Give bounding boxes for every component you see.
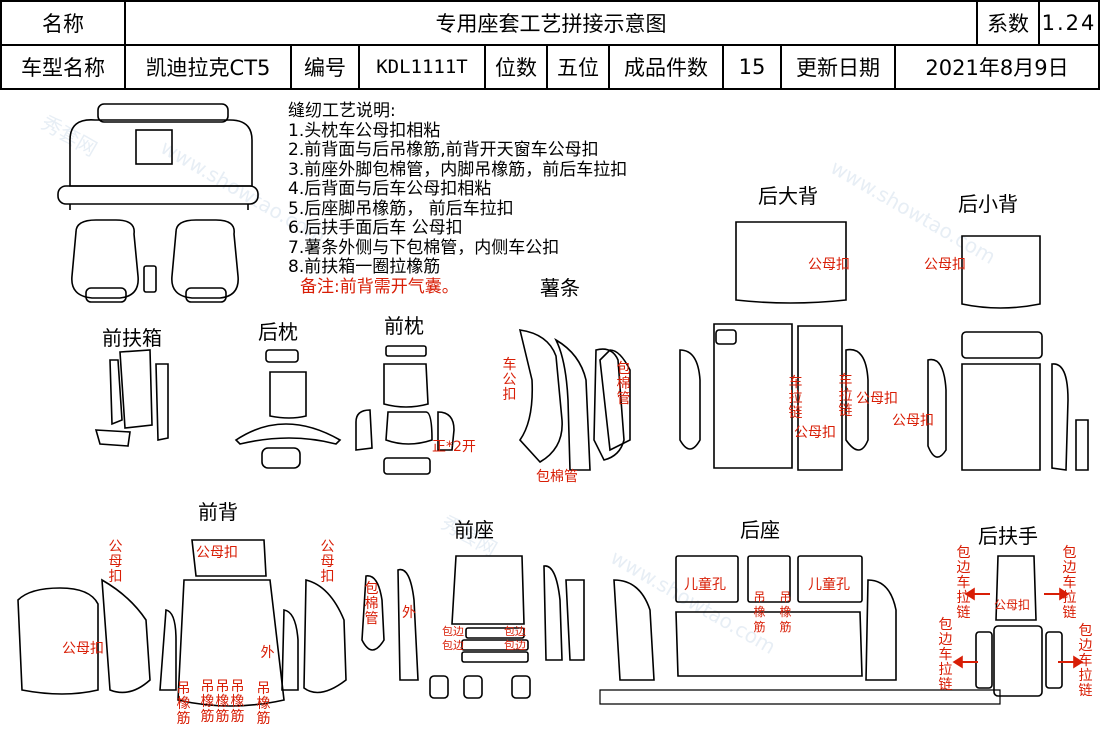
note-item: 1.头枕车公母扣相粘 xyxy=(288,120,441,141)
annot-cotton-pipe: 包棉管 xyxy=(536,469,578,485)
model-label: 车型名称 xyxy=(0,46,126,90)
annot-hang-elastic: 吊橡筋 xyxy=(230,679,245,725)
annot-hang-elastic: 吊橡筋 xyxy=(176,681,191,727)
doc-title: 专用座套工艺拼接示意图 xyxy=(126,0,978,46)
annot-edge: 包边 xyxy=(442,639,464,652)
seats-value: 五位 xyxy=(548,46,610,90)
front-armrest-box-pieces xyxy=(94,349,169,447)
annot-edge: 包边 xyxy=(504,625,526,638)
annot-snap: 公母扣 xyxy=(196,545,238,561)
annot-zipper: 车拉链 xyxy=(788,375,803,421)
section-rear-small-back: 后小背 xyxy=(958,192,1018,216)
notes-remark: 备注:前背需开气囊。 xyxy=(300,276,459,297)
annot-hang-elastic: 吊橡筋 xyxy=(753,590,766,634)
front-headrest-pieces xyxy=(355,345,455,475)
note-item: 7.薯条外侧与下包棉管，内侧车公扣 xyxy=(288,237,560,258)
annot-snap: 公母扣 xyxy=(320,539,335,585)
rear-headrest-pieces xyxy=(234,349,342,469)
rear-small-back-pieces xyxy=(927,235,1089,471)
sewing-notes: 缝纫工艺说明: 1.头枕车公母扣相粘 2.前背面与后吊橡筋,前背开天窗车公母扣 … xyxy=(288,101,628,297)
rear-seat-overview xyxy=(57,103,259,210)
section-rear-seat: 后座 xyxy=(740,518,780,542)
annot-snap: 公母扣 xyxy=(108,539,123,585)
pieces-value: 15 xyxy=(724,46,782,90)
annot-snap: 公母扣 xyxy=(62,641,104,657)
section-rear-armrest: 后扶手 xyxy=(978,524,1038,548)
annot-edge-zipper: 包边车拉链 xyxy=(938,617,953,693)
note-item: 5.后座脚吊橡筋， 前后车拉扣 xyxy=(288,198,514,219)
note-item: 6.后扶手面后车 公母扣 xyxy=(288,218,463,238)
section-front-seat: 前座 xyxy=(454,518,494,542)
name-label: 名称 xyxy=(0,0,126,46)
annot-hang-elastic: 吊橡筋 xyxy=(256,681,271,727)
annot-snap: 公母扣 xyxy=(924,257,966,273)
annot-outer: 外 xyxy=(260,645,275,661)
annot-edge-zipper: 包边车拉链 xyxy=(956,545,971,621)
section-rear-headrest: 后枕 xyxy=(258,320,298,344)
code-label: 编号 xyxy=(292,46,360,90)
front-seat-overview xyxy=(71,219,239,303)
annot-snap: 公母扣 xyxy=(892,413,934,429)
fries-pieces xyxy=(518,329,631,471)
note-item: 4.后背面与后车公母扣相粘 xyxy=(288,179,492,199)
section-fries: 薯条 xyxy=(540,276,580,300)
date-label: 更新日期 xyxy=(782,46,896,90)
section-front-back: 前背 xyxy=(198,500,238,524)
annot-cotton-pipe: 包棉管 xyxy=(616,361,631,407)
annot-snap: 公母扣 xyxy=(856,391,898,407)
notes-title: 缝纫工艺说明: xyxy=(288,101,396,121)
annot-hang-elastic: 吊橡筋 xyxy=(779,590,792,634)
annot-front-headrest: 正*2开 xyxy=(432,439,476,455)
section-front-headrest: 前枕 xyxy=(384,314,424,338)
code-value: KDL1111T xyxy=(360,46,486,90)
annot-car-male-snap: 车公扣 xyxy=(502,357,517,403)
annot-hang-elastic: 吊橡筋 xyxy=(215,679,230,725)
front-back-pieces xyxy=(17,539,347,707)
coef-value: 1.24 xyxy=(1040,0,1100,46)
seats-label: 位数 xyxy=(486,46,548,90)
model-value: 凯迪拉克CT5 xyxy=(126,46,292,90)
note-item: 3.前座外脚包棉管，内脚吊橡筋，前后车拉扣 xyxy=(288,159,628,180)
annot-child-hole: 儿童孔 xyxy=(808,577,850,593)
annot-zipper: 车拉链 xyxy=(838,373,853,419)
annot-edge-zipper: 包边车拉链 xyxy=(1078,623,1093,699)
note-item: 2.前背面与后吊橡筋,前背开天窗车公母扣 xyxy=(288,140,599,160)
date-value: 2021年8月9日 xyxy=(896,46,1100,90)
annot-edge: 包边 xyxy=(442,625,464,638)
annot-cotton-pipe: 包棉管 xyxy=(364,581,379,627)
section-front-armrest-box: 前扶箱 xyxy=(102,326,162,350)
annot-snap: 公母扣 xyxy=(808,257,850,273)
rear-big-back-pieces xyxy=(679,221,869,471)
front-seat-pieces xyxy=(361,555,585,699)
rear-armrest-pieces xyxy=(975,555,1063,697)
note-item: 8.前扶箱一圈拉橡筋 xyxy=(288,257,441,277)
coef-label: 系数 xyxy=(978,0,1040,46)
section-rear-big-back: 后大背 xyxy=(758,184,818,208)
annot-outer: 外 xyxy=(402,605,416,621)
edge-zipper-arrows xyxy=(952,587,1084,669)
annot-snap: 公母扣 xyxy=(794,425,836,441)
rear-seat-pieces xyxy=(599,555,1001,705)
annot-snap: 公母扣 xyxy=(994,598,1031,612)
annot-hang-elastic: 吊橡筋 xyxy=(200,679,215,725)
annot-edge-zipper: 包边车拉链 xyxy=(1062,545,1077,621)
pieces-label: 成品件数 xyxy=(610,46,724,90)
annot-edge: 包边 xyxy=(504,639,526,652)
annot-child-hole: 儿童孔 xyxy=(684,577,726,593)
header-table: 名称 专用座套工艺拼接示意图 系数 1.24 车型名称 凯迪拉克CT5 编号 K… xyxy=(0,0,1100,90)
